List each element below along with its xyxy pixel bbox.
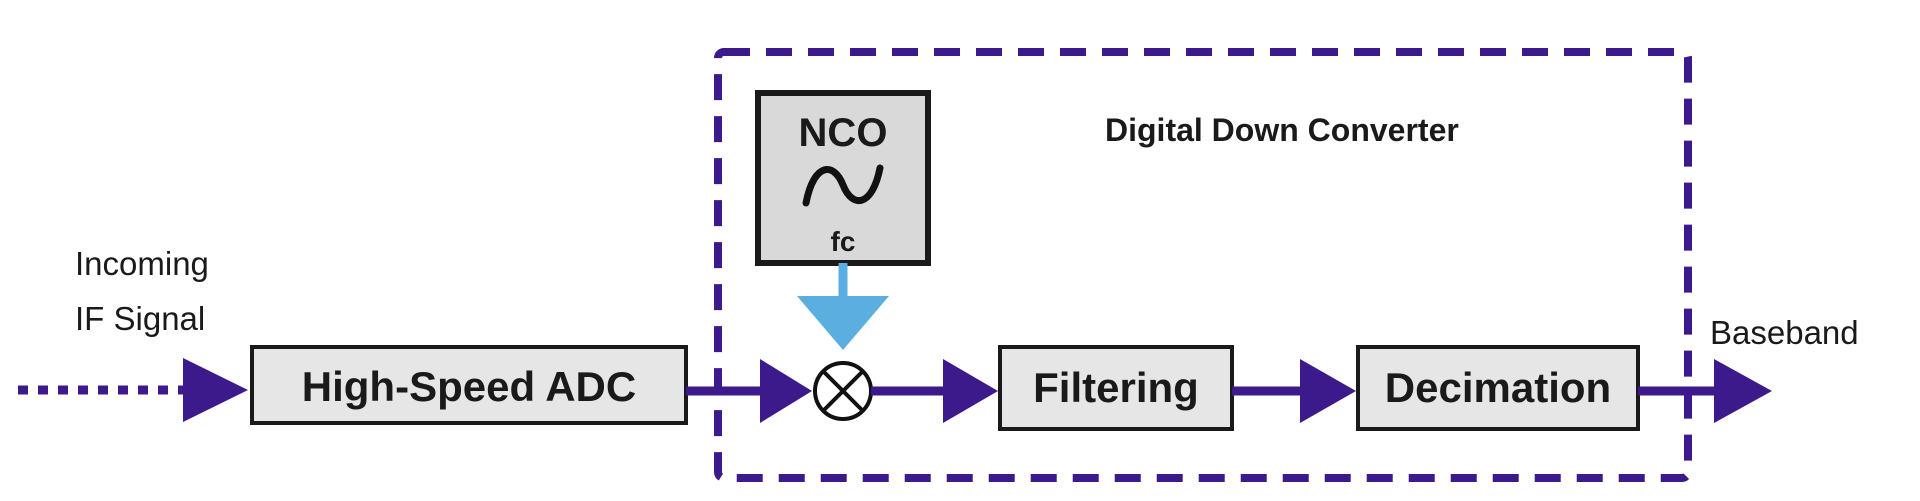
- filtering-to-decimation-arrow: [1300, 359, 1356, 423]
- decimation-block: [1356, 345, 1640, 431]
- filtering-label: Filtering: [1033, 364, 1199, 411]
- nco-label: NCO: [799, 111, 888, 155]
- adc-label: High-Speed ADC: [302, 363, 636, 410]
- nco-frequency-label: fc: [831, 226, 856, 257]
- output-label: Baseband: [1710, 314, 1859, 351]
- incoming-arrow-head: [183, 358, 248, 422]
- multiply-circle-icon: [813, 361, 873, 421]
- output-arrow-head: [1714, 359, 1772, 423]
- sine-wave-icon: [802, 164, 884, 207]
- mixer-to-filtering-arrow: [943, 359, 998, 423]
- adc-block: [250, 345, 688, 425]
- decimation-label: Decimation: [1385, 364, 1611, 411]
- ddc-title: Digital Down Converter: [1105, 112, 1459, 148]
- nco-to-mixer-arrow: [797, 296, 889, 350]
- ddc-boundary: [714, 48, 1692, 482]
- input-label-line1: Incoming: [75, 245, 209, 282]
- input-label-line2: IF Signal: [75, 300, 205, 337]
- adc-to-mixer-arrow: [760, 359, 812, 423]
